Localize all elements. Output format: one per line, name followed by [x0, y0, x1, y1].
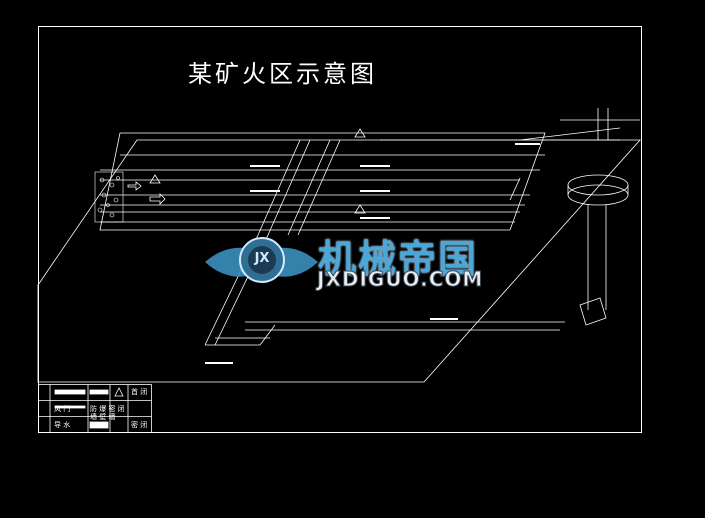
watermark-cn: 机械帝国	[318, 237, 479, 281]
main-workings	[99, 127, 621, 346]
plan-parallelogram	[37, 139, 641, 383]
watermark-emblem	[205, 237, 318, 283]
shaft	[560, 108, 640, 326]
legend-r3c2: 导 水	[54, 421, 71, 429]
legend-r3c5: 密 闭	[131, 421, 148, 429]
annotation-marks	[205, 143, 540, 364]
fire-zone-hatch	[94, 171, 124, 223]
drawing-frame	[38, 26, 642, 433]
legend-r1c5: 首 闭	[131, 388, 148, 396]
legend-r2c2: 风 门	[54, 405, 71, 413]
watermark-badge: JX	[254, 251, 270, 266]
legend-r2c3: 防 爆 密 闭 墙 壁 墙	[90, 405, 125, 421]
watermark-en: JXDIGUO.COM	[316, 267, 484, 292]
drawing-title: 某矿火区示意图	[188, 60, 377, 88]
airflow-arrows	[127, 128, 366, 214]
legend-table	[38, 384, 152, 433]
